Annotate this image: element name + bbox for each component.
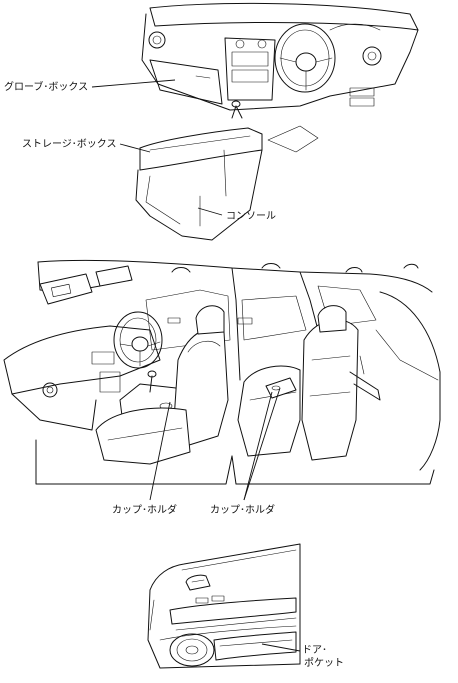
glove-box-label: グローブ･ボックス — [4, 80, 88, 93]
door-trim-illustration — [147, 543, 301, 669]
cup-holder-rear-label: カップ･ホルダ — [210, 503, 275, 516]
door-pocket-label-line2: ポケット — [304, 657, 344, 669]
console-leader — [197, 207, 223, 216]
cup-holder-rear-leader-b — [243, 387, 281, 501]
door-pocket-leader — [261, 643, 301, 652]
cup-holder-front-leader — [149, 401, 171, 501]
console-label: コンソール — [226, 211, 276, 222]
glove-box-leader — [91, 79, 176, 88]
cup-holder-front-label: カップ･ホルダ — [112, 503, 177, 516]
door-pocket-label-line1: ドア･ — [302, 645, 327, 656]
cup-holder-rear-leader-a — [243, 391, 273, 501]
interior-cutaway-illustration — [3, 259, 441, 485]
dashboard-illustration — [135, 2, 419, 241]
storage-box-leader — [119, 143, 151, 153]
storage-box-label: ストレージ･ボックス — [22, 138, 117, 150]
